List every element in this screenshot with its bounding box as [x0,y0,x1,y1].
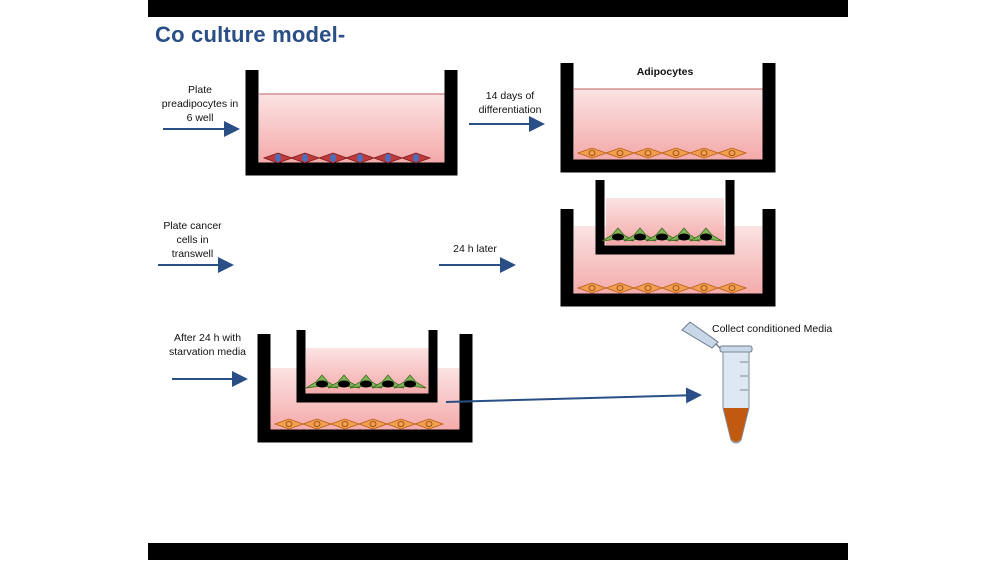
well-transwell-coculture [560,180,776,307]
label-24h-later: 24 h later [453,243,497,255]
label-plate-cancer-cells: Plate cancer cells in transwell [163,220,222,260]
well-preadipocytes [245,70,458,176]
label-collect-conditioned-media: Collect conditioned Media [712,323,833,335]
bottom-border-bar [148,543,848,560]
label-14-days-differentiation: 14 days of differentiation [478,90,542,116]
label-after-24h-starvation: After 24 h with starvation media [168,332,247,358]
well-adipocytes [560,63,776,173]
collection-tube [681,321,753,444]
well-starvation-media [257,330,473,443]
label-plate-preadipocytes: Plate preadipocytes in 6 well [161,84,239,124]
arrow-to-tube [445,387,702,404]
slide-title: Co culture model- [155,22,346,47]
top-border-bar [148,0,848,17]
label-adipocytes: Adipocytes [636,66,694,78]
